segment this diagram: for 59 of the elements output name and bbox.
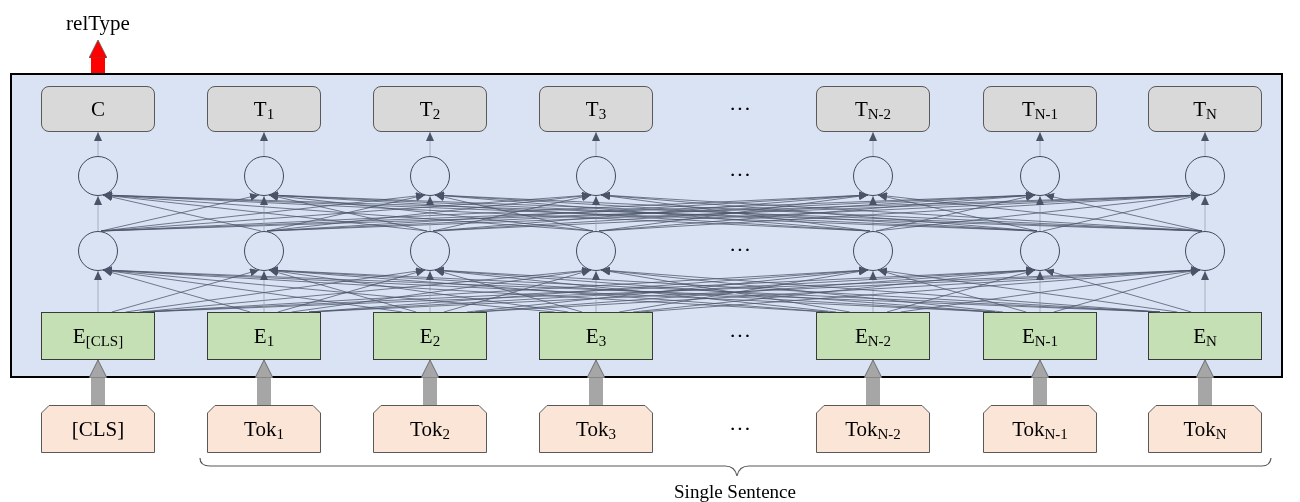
arrow xyxy=(1201,270,1209,313)
embedding-box: E$_{1}$ xyxy=(207,312,321,360)
output-box: T$_{N}$ xyxy=(1148,86,1262,132)
token-box: Tok$_{N-1}$ xyxy=(983,405,1097,453)
embedding-box: E$_{[CLS]}$ xyxy=(41,312,155,360)
ellipsis: ··· xyxy=(729,418,751,440)
model-panel xyxy=(10,73,1283,378)
ellipsis: ··· xyxy=(729,325,751,347)
block-arrow xyxy=(88,359,108,405)
block-arrow xyxy=(1030,359,1050,405)
brace-caption: Single Sentence xyxy=(674,482,796,501)
arrow xyxy=(869,131,877,157)
arrow xyxy=(260,131,268,157)
arrow xyxy=(1036,131,1044,157)
arrow xyxy=(426,195,434,232)
arrow xyxy=(139,266,592,313)
arrow xyxy=(592,131,600,157)
token-box: Tok$_{N}$ xyxy=(1148,405,1262,453)
output-label: relType xyxy=(48,6,148,40)
token-box: Tok$_{3}$ xyxy=(539,405,653,453)
embedding-box: E$_{N-2}$ xyxy=(816,312,930,360)
embedding-box: E$_{N-1}$ xyxy=(983,312,1097,360)
output-box: T$_{3}$ xyxy=(539,86,653,132)
block-arrow xyxy=(586,359,606,405)
block-arrow xyxy=(863,359,883,405)
arrow xyxy=(1036,270,1044,313)
arrow xyxy=(260,270,268,313)
arrow xyxy=(1201,131,1209,157)
block-arrow xyxy=(420,359,440,405)
block-arrow xyxy=(88,39,108,73)
output-box: C xyxy=(41,86,155,132)
arrow xyxy=(869,195,877,232)
output-box: T$_{2}$ xyxy=(373,86,487,132)
output-box: T$_{1}$ xyxy=(207,86,321,132)
arrow xyxy=(592,195,600,232)
arrow xyxy=(94,131,102,157)
block-arrow xyxy=(254,359,274,405)
block-arrow xyxy=(1195,359,1215,405)
arrow xyxy=(94,195,102,232)
arrow xyxy=(426,270,434,313)
arrow xyxy=(94,270,102,313)
ellipsis: ··· xyxy=(729,98,751,120)
token-box: Tok$_{1}$ xyxy=(207,405,321,453)
arrow xyxy=(426,131,434,157)
embedding-box: E$_{2}$ xyxy=(373,312,487,360)
ellipsis: ··· xyxy=(729,239,751,261)
arrow xyxy=(1201,195,1209,232)
arrow xyxy=(869,270,877,313)
token-box: Tok$_{2}$ xyxy=(373,405,487,453)
ellipsis: ··· xyxy=(729,164,751,186)
embedding-box: E$_{N}$ xyxy=(1148,312,1262,360)
output-box: T$_{N-2}$ xyxy=(816,86,930,132)
output-box: T$_{N-1}$ xyxy=(983,86,1097,132)
token-box: [CLS] xyxy=(41,405,155,453)
arrow xyxy=(592,270,600,313)
embedding-box: E$_{3}$ xyxy=(539,312,653,360)
arrow xyxy=(260,195,268,232)
token-box: Tok$_{N-2}$ xyxy=(816,405,930,453)
arrow xyxy=(1036,195,1044,232)
